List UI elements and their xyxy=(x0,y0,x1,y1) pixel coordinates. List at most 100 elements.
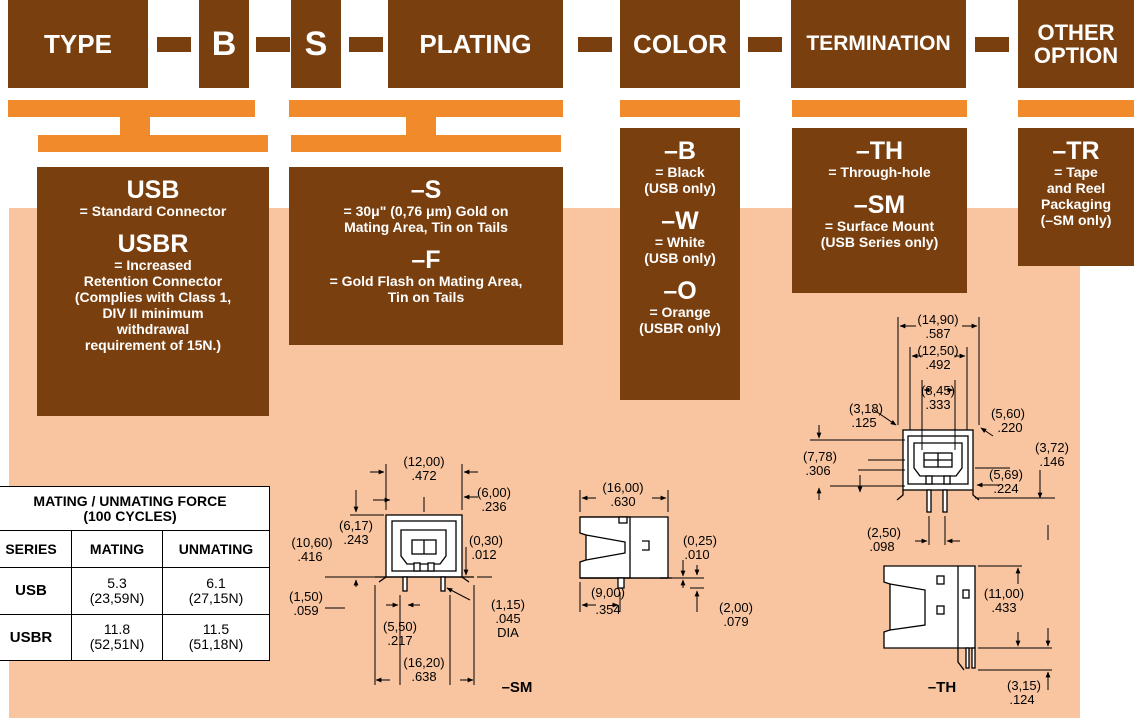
header-dash xyxy=(975,37,1009,52)
bracket-bar xyxy=(291,135,561,152)
plating-s-code: –S xyxy=(410,176,442,204)
dim-text: (8,45) xyxy=(921,383,955,398)
termination-th-description: = Through-hole xyxy=(828,164,931,180)
header-dash xyxy=(349,37,383,52)
row-mating: 11.8(52,51N) xyxy=(71,613,163,661)
dim-text: (16,00) xyxy=(602,480,643,495)
dim-text: .098 xyxy=(869,539,894,554)
dim-text: .059 xyxy=(293,603,318,618)
termination-options-box: –TH = Through-hole –SM = Surface Mount (… xyxy=(792,128,967,293)
usbr-code: USBR xyxy=(117,230,189,258)
th-front-view xyxy=(896,429,980,513)
color-w-description: = White xyxy=(654,234,706,250)
table-row: USB 5.3(23,59N) 6.1(27,15N) xyxy=(0,567,270,615)
usbr-description: withdrawal xyxy=(116,321,190,337)
dim-text: .146 xyxy=(1039,454,1064,469)
dim-text: (3,72) xyxy=(1035,440,1069,455)
color-b-code: –B xyxy=(664,137,696,165)
bracket-stem xyxy=(120,117,150,136)
plating-options-box: –S = 30μ" (0,76 μm) Gold on Mating Area,… xyxy=(289,167,563,345)
dim-text: .224 xyxy=(993,481,1018,496)
color-w-code: –W xyxy=(661,207,699,235)
dim-text: .638 xyxy=(411,669,436,684)
dim-text: (10,60) xyxy=(291,535,332,550)
other-tr-description: and Reel xyxy=(1046,180,1106,196)
dim-text: (5,60) xyxy=(991,406,1025,421)
dim-text: (6,17) xyxy=(339,518,373,533)
type-options-box: USB = Standard Connector USBR = Increase… xyxy=(37,167,269,416)
dim-text: .587 xyxy=(925,326,950,341)
bracket-stem xyxy=(406,117,436,136)
bracket-bar xyxy=(38,135,268,152)
dim-text: .306 xyxy=(805,463,830,478)
dim-text: .472 xyxy=(411,468,436,483)
dim-text: (1,50) xyxy=(289,589,323,604)
usbr-description: Retention Connector xyxy=(83,273,223,289)
row-mating: 5.3(23,59N) xyxy=(71,567,163,615)
dim-text: .492 xyxy=(925,357,950,372)
mating-force-table: MATING / UNMATING FORCE(100 CYCLES) SERI… xyxy=(0,486,270,661)
termination-sm-description: (USB Series only) xyxy=(820,234,939,250)
dim-text: .416 xyxy=(297,549,322,564)
color-b-description: = Black xyxy=(655,164,705,180)
plating-f-description: Tin on Tails xyxy=(387,289,465,305)
other-tr-description: Packaging xyxy=(1040,196,1112,212)
dim-text: (3,18) xyxy=(849,401,883,416)
connector-bar xyxy=(289,100,563,117)
dim-text: .124 xyxy=(1009,692,1034,707)
header-dash xyxy=(157,37,191,52)
dim-text: (11,00) xyxy=(984,586,1024,601)
sm-side-dimension-lines xyxy=(579,490,704,612)
row-unmating: 6.1(27,15N) xyxy=(162,567,270,615)
th-side-view xyxy=(883,565,976,671)
color-w-description: (USB only) xyxy=(644,250,716,266)
header-dash xyxy=(256,37,290,52)
color-o-description: (USBR only) xyxy=(639,320,721,336)
dim-text: (2,50) xyxy=(867,525,901,540)
dim-text: (12,50) xyxy=(917,343,958,358)
dim-text: (0,30) xyxy=(469,533,503,548)
dim-text: .354 xyxy=(595,602,620,617)
sm-side-view xyxy=(579,516,672,589)
sm-drawing-label: –SM xyxy=(502,679,533,696)
header-type: TYPE xyxy=(8,0,148,88)
plating-f-description: = Gold Flash on Mating Area, xyxy=(329,273,523,289)
th-front-dimension-text: (14,90) .587 (12,50) .492 (8,45) .333 (3… xyxy=(803,312,1069,554)
header-termination: TERMINATION xyxy=(791,0,966,88)
sm-front-dimension-text: (12,00) .472 (6,00) .236 (10,60) .416 (6… xyxy=(289,454,525,684)
plating-s-description: = 30μ" (0,76 μm) Gold on xyxy=(343,203,509,219)
usb-code: USB xyxy=(126,176,180,204)
plating-s-description: Mating Area, Tin on Tails xyxy=(344,219,508,235)
termination-th-code: –TH xyxy=(855,137,904,165)
th-side-dimension-lines xyxy=(978,565,1052,690)
row-series: USBR xyxy=(0,613,72,661)
th-drawing-label: –TH xyxy=(928,679,956,696)
dim-text: (1,15) xyxy=(491,597,525,612)
col-unmating: UNMATING xyxy=(162,530,270,568)
col-series: SERIES xyxy=(0,530,72,568)
table-row: USBR 11.8(52,51N) 11.5(51,18N) xyxy=(0,613,270,661)
connector-bar xyxy=(1018,100,1134,117)
plating-f-code: –F xyxy=(411,246,441,274)
dim-text: (5,69) xyxy=(989,467,1023,482)
usbr-description: requirement of 15N.) xyxy=(84,337,222,353)
dim-text: (16,20) xyxy=(403,655,444,670)
color-o-code: –O xyxy=(663,277,697,305)
dim-text: .010 xyxy=(684,547,709,562)
dim-text: .125 xyxy=(851,415,876,430)
sm-side-dimension-text: (16,00) .630 (0,25) .010 (9,00) .354 (2,… xyxy=(591,480,753,629)
dim-text: (9,00) xyxy=(591,585,625,600)
other-tr-code: –TR xyxy=(1052,137,1100,165)
color-o-description: = Orange xyxy=(649,304,711,320)
dim-text: DIA xyxy=(497,625,519,640)
other-tr-description: = Tape xyxy=(1054,164,1098,180)
row-series: USB xyxy=(0,567,72,615)
header-plating: PLATING xyxy=(388,0,563,88)
termination-sm-description: = Surface Mount xyxy=(824,218,935,234)
header-s: S xyxy=(291,0,341,88)
connector-bar xyxy=(620,100,740,117)
dim-text: (3,15) xyxy=(1007,678,1041,693)
sm-front-view xyxy=(375,514,474,592)
